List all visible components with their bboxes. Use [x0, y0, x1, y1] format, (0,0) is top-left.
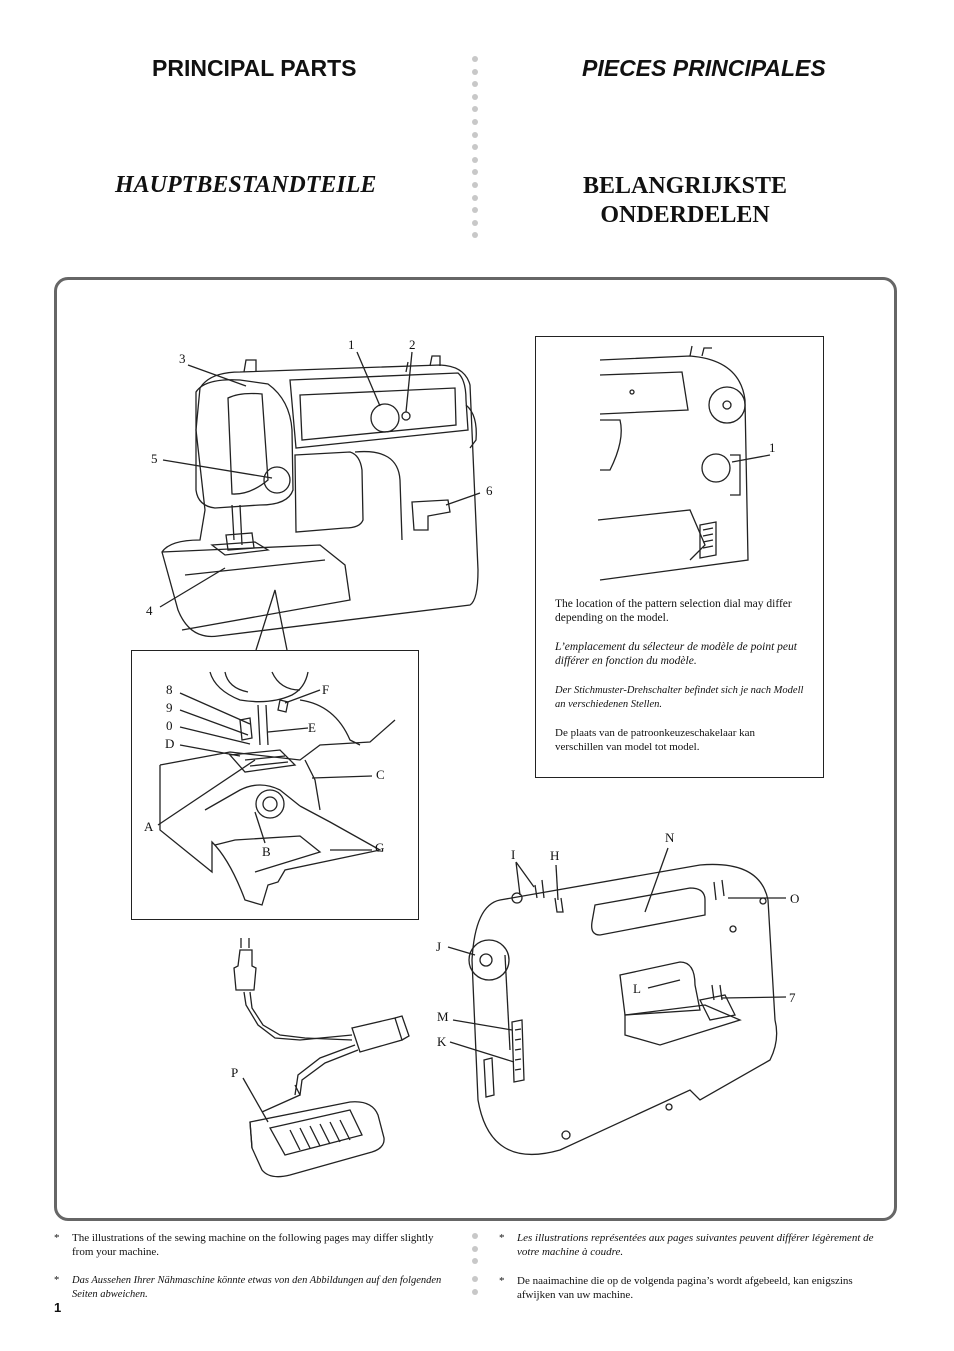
footnote-french-text: Les illustrations représentées aux pages…	[517, 1232, 874, 1258]
footnote-german-text: Das Aussehen Ihrer Nähmaschine könnte et…	[72, 1275, 442, 1300]
label-K: K	[437, 1034, 447, 1049]
vertical-divider-footnotes	[472, 1233, 478, 1271]
footnote-german-star: *	[54, 1275, 60, 1286]
heading-dutch: BELANGRIJKSTE ONDERDELEN	[560, 172, 810, 230]
label-I: I	[511, 847, 516, 862]
label-7: 7	[789, 990, 796, 1005]
label-0: 0	[166, 718, 173, 733]
pattern-dial-note-box	[535, 336, 824, 778]
vertical-divider-top	[472, 56, 478, 245]
label-D: D	[165, 736, 175, 751]
footnote-french-star: *	[499, 1232, 505, 1244]
label-9: 9	[166, 700, 173, 715]
horizontal-divider-right	[496, 1263, 900, 1269]
page-number: 1	[54, 1300, 62, 1315]
heading-dutch-line2: ONDERDELEN	[600, 202, 770, 228]
heading-french: PIECES PRINCIPALES	[582, 55, 826, 81]
horizontal-divider-left	[54, 1263, 474, 1269]
label-N: N	[665, 830, 675, 845]
footnote-dutch: * De naaimachine die op de volgenda pagi…	[499, 1274, 887, 1302]
note-french: L’emplacement du sélecteur de modèle de …	[555, 641, 797, 667]
label-A: A	[144, 819, 154, 834]
label-F: F	[322, 682, 330, 697]
note-dutch: De plaats van de patroonkeuzeschakelaar …	[555, 727, 756, 753]
label-4: 4	[146, 603, 153, 618]
heading-english: PRINCIPAL PARTS	[152, 55, 357, 81]
footnote-english-star: *	[54, 1232, 60, 1244]
footnote-english-text: The illustrations of the sewing machine …	[72, 1232, 434, 1258]
label-inset-1: 1	[769, 440, 776, 455]
note-english: The location of the pattern selection di…	[555, 598, 792, 624]
label-1: 1	[348, 337, 355, 352]
heading-dutch-line1: BELANGRIJKSTE	[582, 173, 788, 199]
label-C: C	[376, 767, 385, 782]
footnote-german: * Das Aussehen Ihrer Nähmaschine könnte …	[54, 1274, 457, 1302]
label-8: 8	[166, 682, 173, 697]
heading-german: HAUPTBESTANDTEILE	[115, 172, 377, 198]
footnote-english: * The illustrations of the sewing machin…	[54, 1231, 457, 1259]
label-E: E	[308, 720, 316, 735]
label-J: J	[436, 939, 442, 954]
note-german: Der Stichmuster-Drehschalter befindet si…	[555, 685, 804, 710]
footnote-dutch-text: De naaimachine die op de volgenda pagina…	[517, 1275, 853, 1301]
illustration-frame	[54, 277, 897, 1221]
footnote-french: * Les illustrations représentées aux pag…	[499, 1231, 887, 1259]
label-6: 6	[486, 483, 493, 498]
label-B: B	[262, 844, 271, 859]
label-H: H	[550, 848, 560, 863]
label-5: 5	[151, 451, 158, 466]
label-M: M	[437, 1009, 449, 1024]
label-2: 2	[409, 337, 416, 352]
label-3: 3	[179, 351, 186, 366]
label-O: O	[790, 891, 800, 906]
label-L: L	[633, 981, 641, 996]
vertical-divider-footnotes-lower	[472, 1276, 478, 1301]
label-G: G	[375, 840, 385, 855]
footnote-dutch-star: *	[499, 1275, 505, 1287]
label-P: P	[231, 1065, 239, 1080]
needle-area-detail-box	[131, 650, 419, 920]
